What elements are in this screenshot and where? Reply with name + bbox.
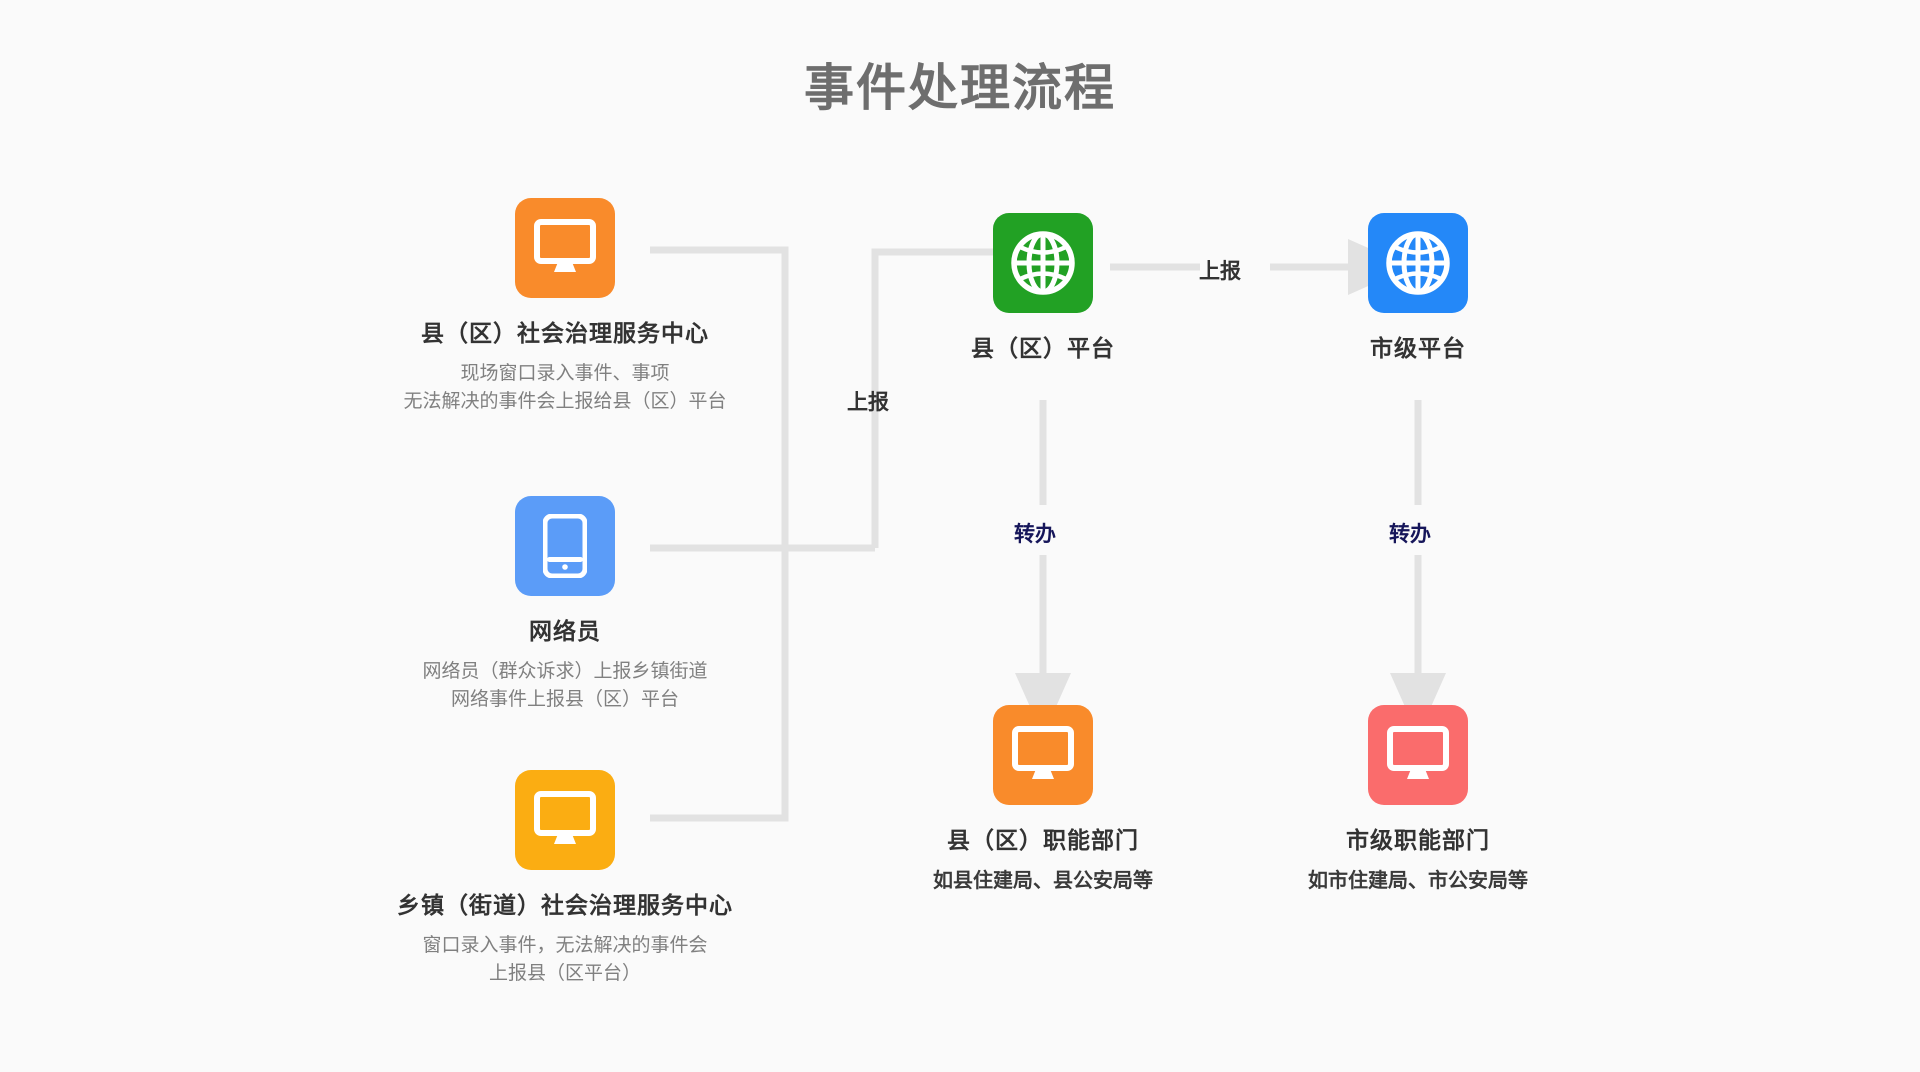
node-description: 现场窗口录入事件、事项 无法解决的事件会上报给县（区）平台 [365,360,765,415]
globe-icon [1368,213,1468,313]
edge-label-dispatch-county: 转办 [1014,523,1056,546]
node-title: 县（区）平台 [971,335,1115,361]
node-desc-line-2: 网络事件上报县（区）平台 [450,688,679,710]
node-title: 市级职能部门 [1346,827,1490,853]
node-desc-line-1: 现场窗口录入事件、事项 [460,363,670,384]
node-title: 乡镇（街道）社会治理服务中心 [397,892,733,918]
node-county-platform[interactable]: 县（区）平台 [843,213,1243,363]
node-township-center[interactable]: 乡镇（街道）社会治理服务中心 窗口录入事件，无法解决的事件会 上报县（区平台） [365,770,765,987]
node-county-center[interactable]: 县（区）社会治理服务中心 现场窗口录入事件、事项 无法解决的事件会上报给县（区）… [365,198,765,415]
node-desc-line-2: 无法解决的事件会上报给县（区）平台 [403,390,727,412]
node-desc-line-1: 网络员（群众诉求）上报乡镇街道 [422,661,708,682]
node-grid-worker[interactable]: 网络员 网络员（群众诉求）上报乡镇街道 网络事件上报县（区）平台 [365,496,765,713]
node-description: 窗口录入事件，无法解决的事件会 上报县（区平台） [365,932,765,987]
edge-label-report-to-county-platform: 上报 [847,391,889,414]
globe-icon [993,213,1093,313]
monitor-icon [993,705,1093,805]
mobile-phone-icon [515,496,615,596]
monitor-icon [515,198,615,298]
node-desc-line-1: 窗口录入事件，无法解决的事件会 [422,935,708,956]
page-title: 事件处理流程 [804,60,1116,116]
node-title: 市级平台 [1370,335,1466,361]
node-desc-line-1: 如县住建局、县公安局等 [933,870,1153,892]
node-desc-line-2: 上报县（区平台） [488,962,641,984]
monitor-icon [515,770,615,870]
edge-label-report-county-to-city: 上报 [1199,260,1241,283]
node-city-department[interactable]: 市级职能部门 如市住建局、市公安局等 [1218,705,1618,896]
monitor-icon [1368,705,1468,805]
node-description: 如县住建局、县公安局等 [843,867,1243,896]
node-desc-line-1: 如市住建局、市公安局等 [1308,870,1528,892]
node-title: 网络员 [529,618,601,644]
node-title: 县（区）职能部门 [947,827,1139,853]
edge-label-dispatch-city: 转办 [1389,523,1431,546]
node-description: 网络员（群众诉求）上报乡镇街道 网络事件上报县（区）平台 [365,658,765,713]
node-title: 县（区）社会治理服务中心 [421,320,709,346]
node-county-department[interactable]: 县（区）职能部门 如县住建局、县公安局等 [843,705,1243,896]
node-description: 如市住建局、市公安局等 [1218,867,1618,896]
node-city-platform[interactable]: 市级平台 [1218,213,1618,363]
